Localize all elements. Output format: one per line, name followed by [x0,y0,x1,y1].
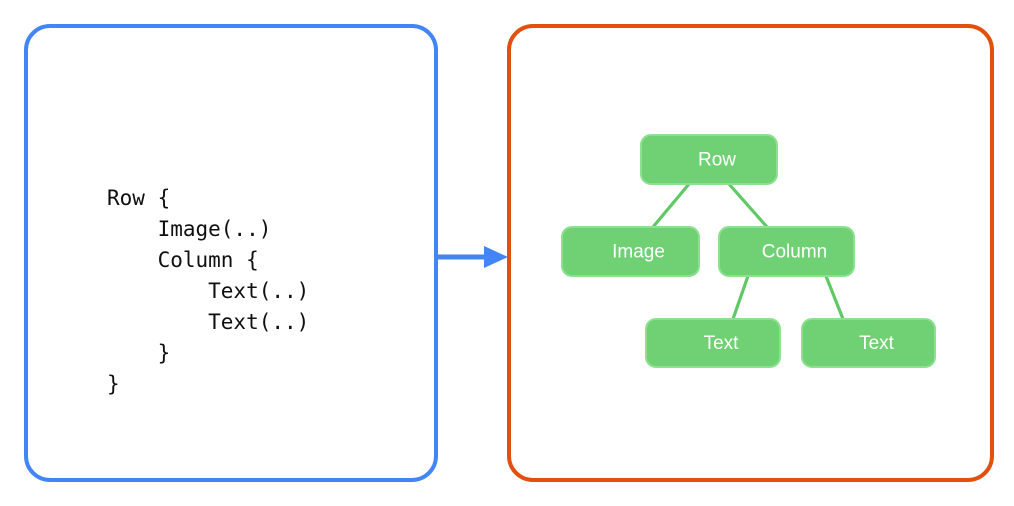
tree-node-column[interactable]: Column [718,226,855,277]
tree-node-text2-shape [801,318,936,368]
transforms-into-arrow [435,246,508,268]
tree-edges [651,182,845,321]
tree-node-image-shape [561,226,700,277]
tree-edge-row-image [651,182,691,229]
tree-edge-row-column [727,182,769,229]
composable-code-snippet: Row { Image(..) Column { Text(..) Text(.… [107,186,310,396]
tree-node-image[interactable]: Image [561,226,700,277]
tree-node-text1-label: Text [704,333,740,354]
tree-node-column-shape [718,226,855,277]
tree-node-row[interactable]: Row [640,134,778,185]
tree-node-text2-label: Text [859,333,895,354]
tree-node-text2[interactable]: Text [801,318,936,368]
tree-node-row-label: Row [698,150,736,171]
tree-node-column-label: Column [762,242,827,263]
tree-edge-column-text1 [731,274,750,321]
code-panel: Row { Image(..) Column { Text(..) Text(.… [24,24,438,482]
tree-node-text1-shape [645,318,781,368]
tree-node-image-label: Image [612,242,665,263]
tree-edge-column-text2 [824,274,845,321]
tree-node-text1[interactable]: Text [645,318,781,368]
tree-node-row-shape [640,134,778,185]
